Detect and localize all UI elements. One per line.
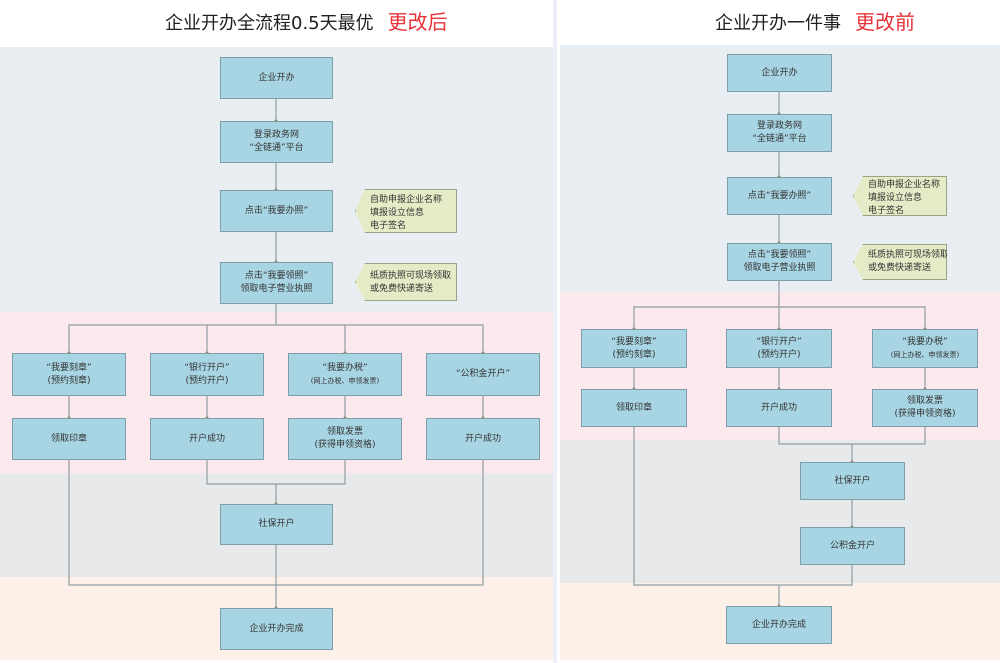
node-social: 社保开户: [220, 504, 333, 545]
node-label: “银行开户”: [756, 336, 802, 347]
node-label: (预约刻章): [47, 375, 91, 386]
before-flowchart-panel: 企业开办一件事更改前 企业开办 登录政务网 “全链通”平台 点击“我要办照” 点击…: [560, 0, 1000, 663]
node-seal-get: 领取印章: [581, 389, 687, 427]
node-invoice: 领取发票 (获得申领资格): [872, 389, 978, 427]
node-label: 领取印章: [50, 433, 87, 444]
node-label: 开户成功: [464, 433, 501, 444]
node-label: 社保开户: [258, 519, 295, 529]
node-label: (预约开户): [185, 375, 229, 386]
node-label: 登录政务网: [253, 130, 299, 140]
node-fund: 公积金开户: [800, 527, 905, 565]
node-done: 企业开办完成: [726, 606, 832, 644]
node-label: (预约刻章): [612, 349, 656, 360]
note-line: 纸质执照可现场领取: [868, 250, 950, 260]
after-title: 企业开办全流程0.5天最优更改后: [165, 4, 448, 40]
node-seal: “我要刻章” (预约刻章): [12, 353, 126, 396]
node-label: (预约开户): [757, 349, 801, 360]
node-label: 登录政务网: [756, 121, 802, 131]
note-line: 自助申报企业名称: [370, 195, 443, 205]
note-license: 纸质执照可现场领取或免费快递寄送: [853, 244, 947, 280]
node-label: “我要办税”: [322, 362, 368, 373]
node-social: 社保开户: [800, 462, 905, 500]
node-get-license: 点击“我要领照” 领取电子营业执照: [727, 243, 832, 281]
node-label: 点击“我要领照”: [747, 250, 812, 260]
node-label: 企业开办: [761, 67, 798, 78]
after-tag: 更改后: [387, 10, 448, 34]
node-tax: “我要办税” (网上办税、申领发票): [288, 353, 402, 396]
node-label: (网上办税、申领发票): [310, 376, 380, 385]
node-label: “银行开户”: [184, 362, 230, 373]
node-label: (获得申领资格): [314, 440, 376, 450]
node-label: 点击“我要办照”: [747, 190, 812, 201]
node-label: 公积金开户: [829, 540, 875, 551]
node-seal-get: 领取印章: [12, 418, 126, 460]
node-label: 开户成功: [760, 402, 797, 413]
node-login: 登录政务网 “全链通”平台: [220, 121, 333, 163]
node-label: 领取电子营业执照: [240, 284, 313, 294]
before-tag: 更改前: [855, 10, 915, 34]
node-start: 企业开办: [727, 54, 832, 92]
node-bank-ok: 开户成功: [726, 389, 832, 427]
note-line: 自助申报企业名称: [868, 180, 941, 190]
node-label: 点击“我要办照”: [244, 205, 309, 216]
note-apply: 自助申报企业名称填报设立信息电子签名: [355, 189, 457, 233]
node-label: 企业开办完成: [751, 619, 806, 630]
node-label: 领取电子营业执照: [743, 263, 816, 273]
node-label: (获得申领资格): [894, 409, 956, 419]
node-seal: “我要刻章” (预约刻章): [581, 329, 687, 368]
note-line: 填报设立信息: [370, 208, 425, 218]
node-label: “全链通”平台: [752, 134, 807, 144]
node-done: 企业开办完成: [220, 608, 333, 650]
band-follow-up: [560, 440, 1000, 583]
node-tax: “我要办税” (网上办税、申领发票): [872, 329, 978, 368]
node-label: 领取印章: [615, 402, 652, 413]
note-line: 电子签名: [370, 221, 407, 231]
node-start: 企业开办: [220, 57, 333, 99]
node-label: “全链通”平台: [249, 143, 304, 153]
note-line: 或免费快递寄送: [868, 263, 932, 273]
node-label: 社保开户: [834, 475, 871, 486]
node-apply-license: 点击“我要办照”: [220, 190, 333, 232]
node-label: 点击“我要领照”: [244, 271, 309, 281]
node-bank: “银行开户” (预约开户): [150, 353, 264, 396]
node-bank-ok: 开户成功: [150, 418, 264, 460]
node-label: 领取发票: [906, 396, 943, 406]
node-get-license: 点击“我要领照” 领取电子营业执照: [220, 262, 333, 304]
node-apply-license: 点击“我要办照”: [727, 177, 832, 215]
node-login: 登录政务网 “全链通”平台: [727, 114, 832, 152]
after-flowchart-panel: 企业开办全流程0.5天最优更改后 企业开办 登录政务网 “全链通”平台 点击“我要…: [0, 4, 553, 660]
node-label: “我要办税”: [902, 336, 948, 347]
node-label: 领取发票: [326, 427, 363, 437]
node-label: 企业开办: [258, 72, 295, 83]
node-label: “我要刻章”: [46, 362, 92, 373]
note-line: 填报设立信息: [868, 193, 923, 203]
note-apply: 自助申报企业名称填报设立信息电子签名: [853, 176, 947, 216]
before-title: 企业开办一件事更改前: [715, 4, 915, 40]
node-label: (网上办税、申领发票): [890, 350, 960, 359]
node-fund-ok: 开户成功: [426, 418, 540, 460]
node-label: “我要刻章”: [611, 336, 657, 347]
note-line: 或免费快递寄送: [370, 284, 434, 294]
node-bank: “银行开户” (预约开户): [726, 329, 832, 368]
note-license: 纸质执照可现场领取或免费快递寄送: [355, 263, 457, 301]
node-label: “公积金开户”: [455, 369, 511, 379]
node-fund: “公积金开户”: [426, 353, 540, 396]
node-label: 开户成功: [188, 433, 225, 444]
before-title-text: 企业开办一件事: [715, 13, 841, 34]
after-title-text: 企业开办全流程0.5天最优: [165, 13, 374, 34]
note-line: 纸质执照可现场领取: [370, 271, 452, 281]
node-label: 企业开办完成: [249, 623, 304, 634]
panel-divider: [553, 0, 557, 663]
note-line: 电子签名: [868, 206, 905, 216]
node-invoice: 领取发票 (获得申领资格): [288, 418, 402, 460]
